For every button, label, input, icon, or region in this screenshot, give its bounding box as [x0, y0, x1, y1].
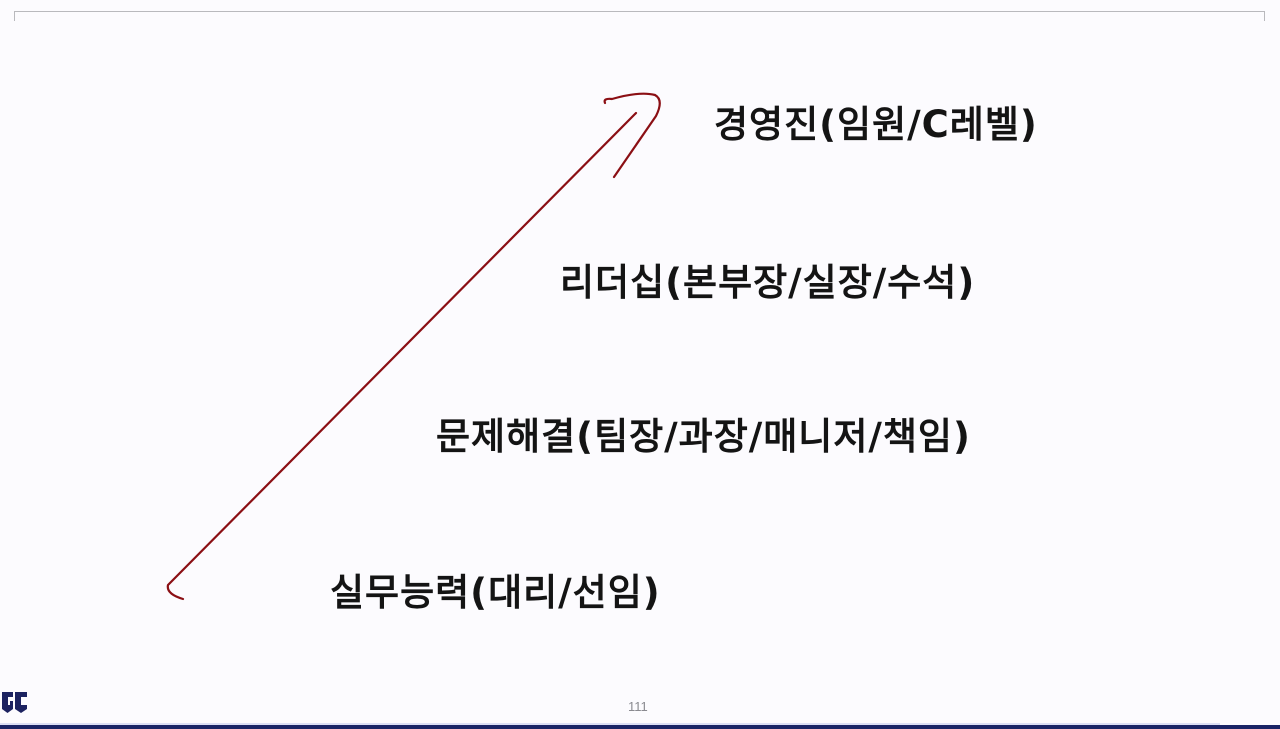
level-problem-solving-label: 문제해결(팀장/과장/매니저/책임): [436, 415, 971, 458]
page-number: 111: [628, 699, 648, 714]
level-leadership-label: 리더십(본부장/실장/수석): [560, 261, 976, 304]
bottom-bar-highlight: [0, 723, 1220, 725]
slide-frame-tick-left: [14, 11, 15, 21]
slide-frame-tick-right: [1264, 11, 1265, 21]
bottom-bar: [0, 725, 1280, 729]
level-practical-label: 실무능력(대리/선임): [330, 571, 661, 614]
gc-logo-icon: [2, 692, 27, 713]
slide-frame-top-line: [14, 11, 1265, 12]
level-executive-label: 경영진(임원/C레벨): [714, 103, 1038, 146]
